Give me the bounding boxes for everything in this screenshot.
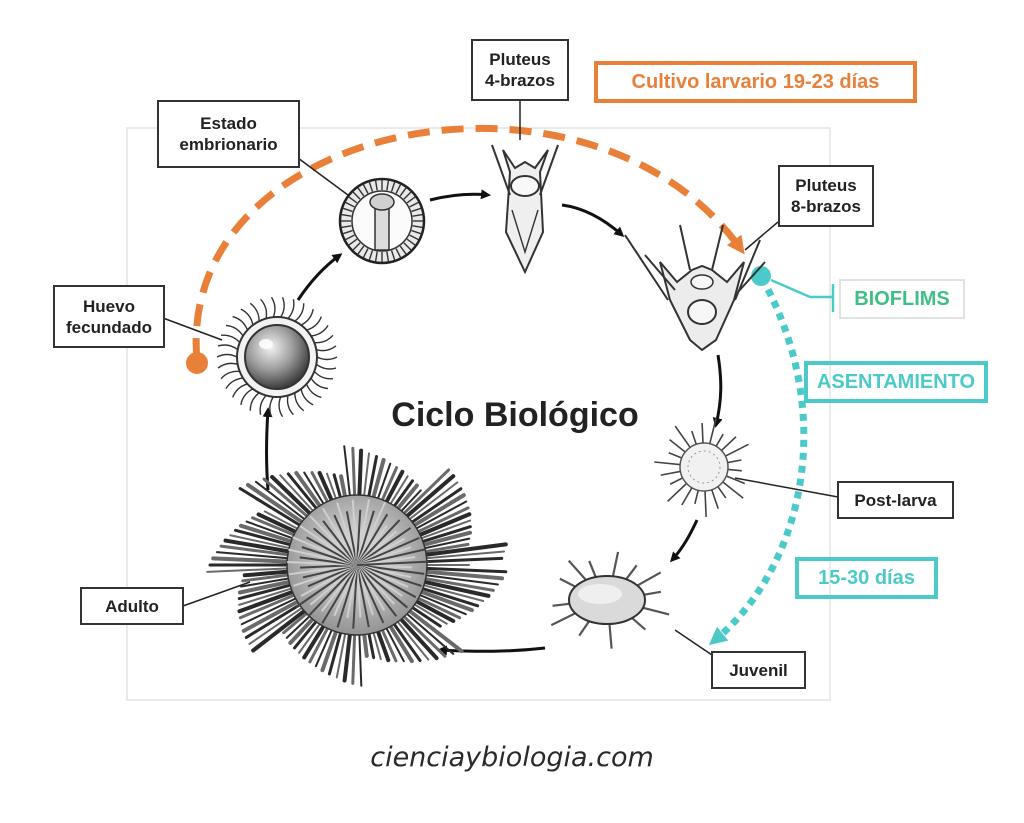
egg-illustration (216, 296, 338, 418)
tag-bioflims: BIOFLIMS (839, 279, 965, 319)
cultivo-start-dot (186, 352, 208, 374)
pluteus8-illustration (624, 224, 766, 352)
arrow-adulto-huevo (262, 407, 273, 491)
bioflims-connector (770, 278, 811, 299)
embryo-illustration (338, 177, 426, 265)
juvenile-illustration (550, 551, 670, 649)
label-pluteus8: Pluteus 8-brazos (778, 165, 874, 227)
arrow-postlarva-juvenil (669, 519, 699, 563)
adult-urchin-illustration (206, 445, 508, 687)
label-juvenil: Juvenil (711, 651, 806, 689)
pluteus4-illustration (491, 144, 559, 275)
tag-dias: 15-30 días (795, 557, 938, 599)
label-huevo: Huevo fecundado (53, 285, 165, 348)
postlarva-illustration (654, 418, 749, 517)
leader-pluteus8 (744, 221, 779, 251)
arrow-pluteus4-pluteus8 (561, 203, 625, 237)
leader-juvenil (674, 629, 713, 656)
label-embrion: Estado embrionario (157, 100, 300, 168)
leader-embrion (297, 157, 353, 199)
tag-asentamiento: ASENTAMIENTO (804, 361, 988, 403)
leader-huevo (162, 317, 223, 341)
label-postlarva: Post-larva (837, 481, 954, 519)
arrow-juvenil-adulto (437, 645, 546, 656)
arrow-huevo-embrion (296, 253, 343, 301)
settlement-start-dot (751, 266, 771, 286)
footer-site: cienciaybiologia.com (370, 742, 654, 773)
label-adulto: Adulto (80, 587, 184, 625)
label-pluteus4: Pluteus 4-brazos (471, 39, 569, 101)
leader-adulto (182, 581, 251, 607)
arrow-embrion-pluteus4 (429, 189, 491, 202)
leader-postlarva (734, 477, 839, 498)
diagram-title: Ciclo Biológico (391, 396, 639, 434)
arrow-pluteus8-postlarva (712, 354, 723, 428)
settlement-arc (708, 276, 808, 646)
tag-cultivo: Cultivo larvario 19-23 días (594, 61, 917, 103)
